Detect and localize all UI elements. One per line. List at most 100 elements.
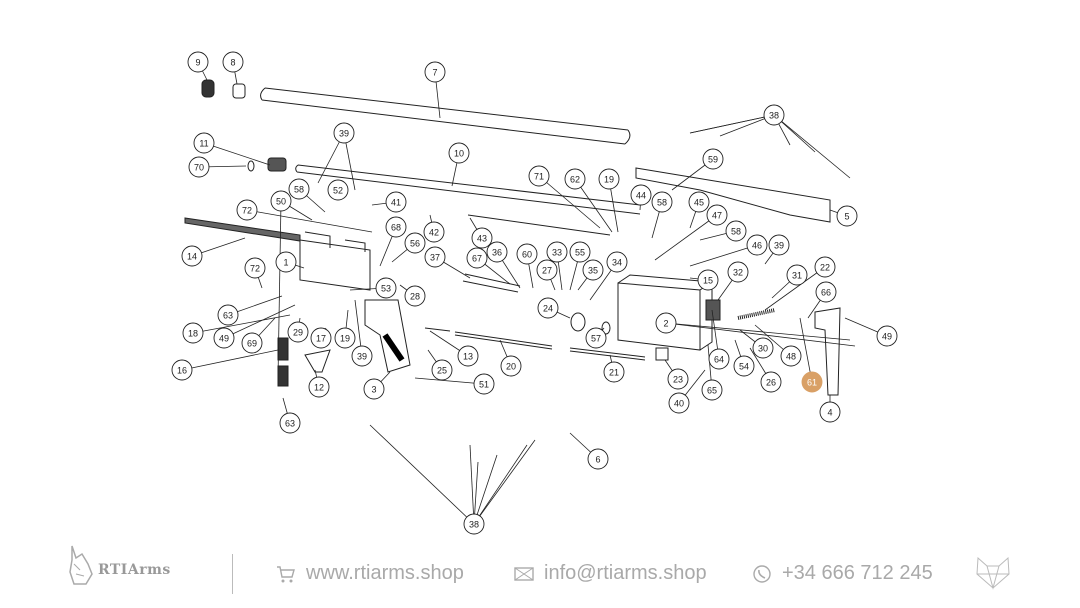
callout-27[interactable]: 27 <box>536 259 558 281</box>
part-rod-37 <box>462 273 521 293</box>
callout-39[interactable]: 39 <box>768 234 790 256</box>
callout-2[interactable]: 2 <box>655 312 677 334</box>
callout-10[interactable]: 10 <box>448 142 470 164</box>
callout-22[interactable]: 22 <box>814 256 836 278</box>
callout-39[interactable]: 39 <box>333 122 355 144</box>
callout-54[interactable]: 54 <box>733 355 755 377</box>
callout-34[interactable]: 34 <box>606 251 628 273</box>
callout-18[interactable]: 18 <box>182 322 204 344</box>
callout-7[interactable]: 7 <box>424 61 446 83</box>
callout-49[interactable]: 49 <box>876 325 898 347</box>
part-pin-13 <box>424 327 451 332</box>
part-tube-7 <box>260 87 631 145</box>
callout-3[interactable]: 3 <box>363 378 385 400</box>
callout-label: 33 <box>552 248 562 258</box>
callout-51[interactable]: 51 <box>473 373 495 395</box>
callout-63[interactable]: 63 <box>217 304 239 326</box>
callout-42[interactable]: 42 <box>423 221 445 243</box>
callout-64[interactable]: 64 <box>708 348 730 370</box>
callout-69[interactable]: 69 <box>241 332 263 354</box>
callout-5[interactable]: 5 <box>836 205 858 227</box>
callout-53[interactable]: 53 <box>375 277 397 299</box>
callout-19[interactable]: 19 <box>334 327 356 349</box>
callout-21[interactable]: 21 <box>603 361 625 383</box>
callout-30[interactable]: 30 <box>752 337 774 359</box>
callout-14[interactable]: 14 <box>181 245 203 267</box>
callout-28[interactable]: 28 <box>404 285 426 307</box>
part-stock-4 <box>814 307 841 396</box>
callout-32[interactable]: 32 <box>727 261 749 283</box>
callout-16[interactable]: 16 <box>171 359 193 381</box>
callout-72[interactable]: 72 <box>236 199 258 221</box>
callout-60[interactable]: 60 <box>516 243 538 265</box>
callout-11[interactable]: 11 <box>193 132 215 154</box>
callout-61[interactable]: 61 <box>801 371 823 393</box>
callout-39[interactable]: 39 <box>351 345 373 367</box>
callout-55[interactable]: 55 <box>569 241 591 263</box>
phone-link[interactable]: +34 666 712 245 <box>752 562 933 585</box>
callout-44[interactable]: 44 <box>630 184 652 206</box>
callout-6[interactable]: 6 <box>587 448 609 470</box>
part-rod-43 <box>467 214 611 236</box>
callout-37[interactable]: 37 <box>424 246 446 268</box>
callout-15[interactable]: 15 <box>697 269 719 291</box>
callout-49[interactable]: 49 <box>213 327 235 349</box>
callout-40[interactable]: 40 <box>668 392 690 414</box>
callout-8[interactable]: 8 <box>222 51 244 73</box>
callout-26[interactable]: 26 <box>760 371 782 393</box>
brand-logo[interactable]: RTIArms <box>66 544 171 586</box>
callout-66[interactable]: 66 <box>815 281 837 303</box>
callout-50[interactable]: 50 <box>270 190 292 212</box>
callout-33[interactable]: 33 <box>546 241 568 263</box>
callout-38[interactable]: 38 <box>463 513 485 535</box>
callout-19[interactable]: 19 <box>598 168 620 190</box>
callout-43[interactable]: 43 <box>471 227 493 249</box>
callout-29[interactable]: 29 <box>287 321 309 343</box>
callout-67[interactable]: 67 <box>466 247 488 269</box>
callout-56[interactable]: 56 <box>404 232 426 254</box>
callout-62[interactable]: 62 <box>564 168 586 190</box>
callout-4[interactable]: 4 <box>819 401 841 423</box>
callout-41[interactable]: 41 <box>385 191 407 213</box>
callout-58[interactable]: 58 <box>651 191 673 213</box>
callout-17[interactable]: 17 <box>310 327 332 349</box>
callout-68[interactable]: 68 <box>385 216 407 238</box>
website-link[interactable]: www.rtiarms.shop <box>276 562 464 585</box>
callout-31[interactable]: 31 <box>786 264 808 286</box>
callout-65[interactable]: 65 <box>701 379 723 401</box>
callout-label: 38 <box>469 520 479 530</box>
callout-circle <box>630 184 652 206</box>
callout-12[interactable]: 12 <box>308 376 330 398</box>
callout-48[interactable]: 48 <box>780 345 802 367</box>
callout-13[interactable]: 13 <box>457 345 479 367</box>
callout-63[interactable]: 63 <box>279 412 301 434</box>
callout-70[interactable]: 70 <box>188 156 210 178</box>
callout-58[interactable]: 58 <box>725 220 747 242</box>
callout-9[interactable]: 9 <box>187 51 209 73</box>
callout-45[interactable]: 45 <box>688 191 710 213</box>
callout-35[interactable]: 35 <box>582 259 604 281</box>
callout-1[interactable]: 1 <box>275 251 297 273</box>
callout-circle <box>404 232 426 254</box>
callout-59[interactable]: 59 <box>702 148 724 170</box>
callout-circle <box>500 355 522 377</box>
callout-label: 53 <box>381 284 391 294</box>
callout-20[interactable]: 20 <box>500 355 522 377</box>
callout-circle <box>585 327 607 349</box>
callout-47[interactable]: 47 <box>706 204 728 226</box>
callout-24[interactable]: 24 <box>537 297 559 319</box>
callout-label: 15 <box>703 276 713 286</box>
callout-72[interactable]: 72 <box>244 257 266 279</box>
email-link[interactable]: info@rtiarms.shop <box>514 562 707 585</box>
callout-25[interactable]: 25 <box>431 359 453 381</box>
callout-46[interactable]: 46 <box>746 234 768 256</box>
callout-57[interactable]: 57 <box>585 327 607 349</box>
callout-36[interactable]: 36 <box>486 241 508 263</box>
callout-23[interactable]: 23 <box>667 368 689 390</box>
callout-71[interactable]: 71 <box>528 165 550 187</box>
callout-58[interactable]: 58 <box>288 178 310 200</box>
callout-52[interactable]: 52 <box>327 179 349 201</box>
mail-icon <box>514 566 534 581</box>
callout-38[interactable]: 38 <box>763 104 785 126</box>
callout-label: 11 <box>199 139 208 149</box>
